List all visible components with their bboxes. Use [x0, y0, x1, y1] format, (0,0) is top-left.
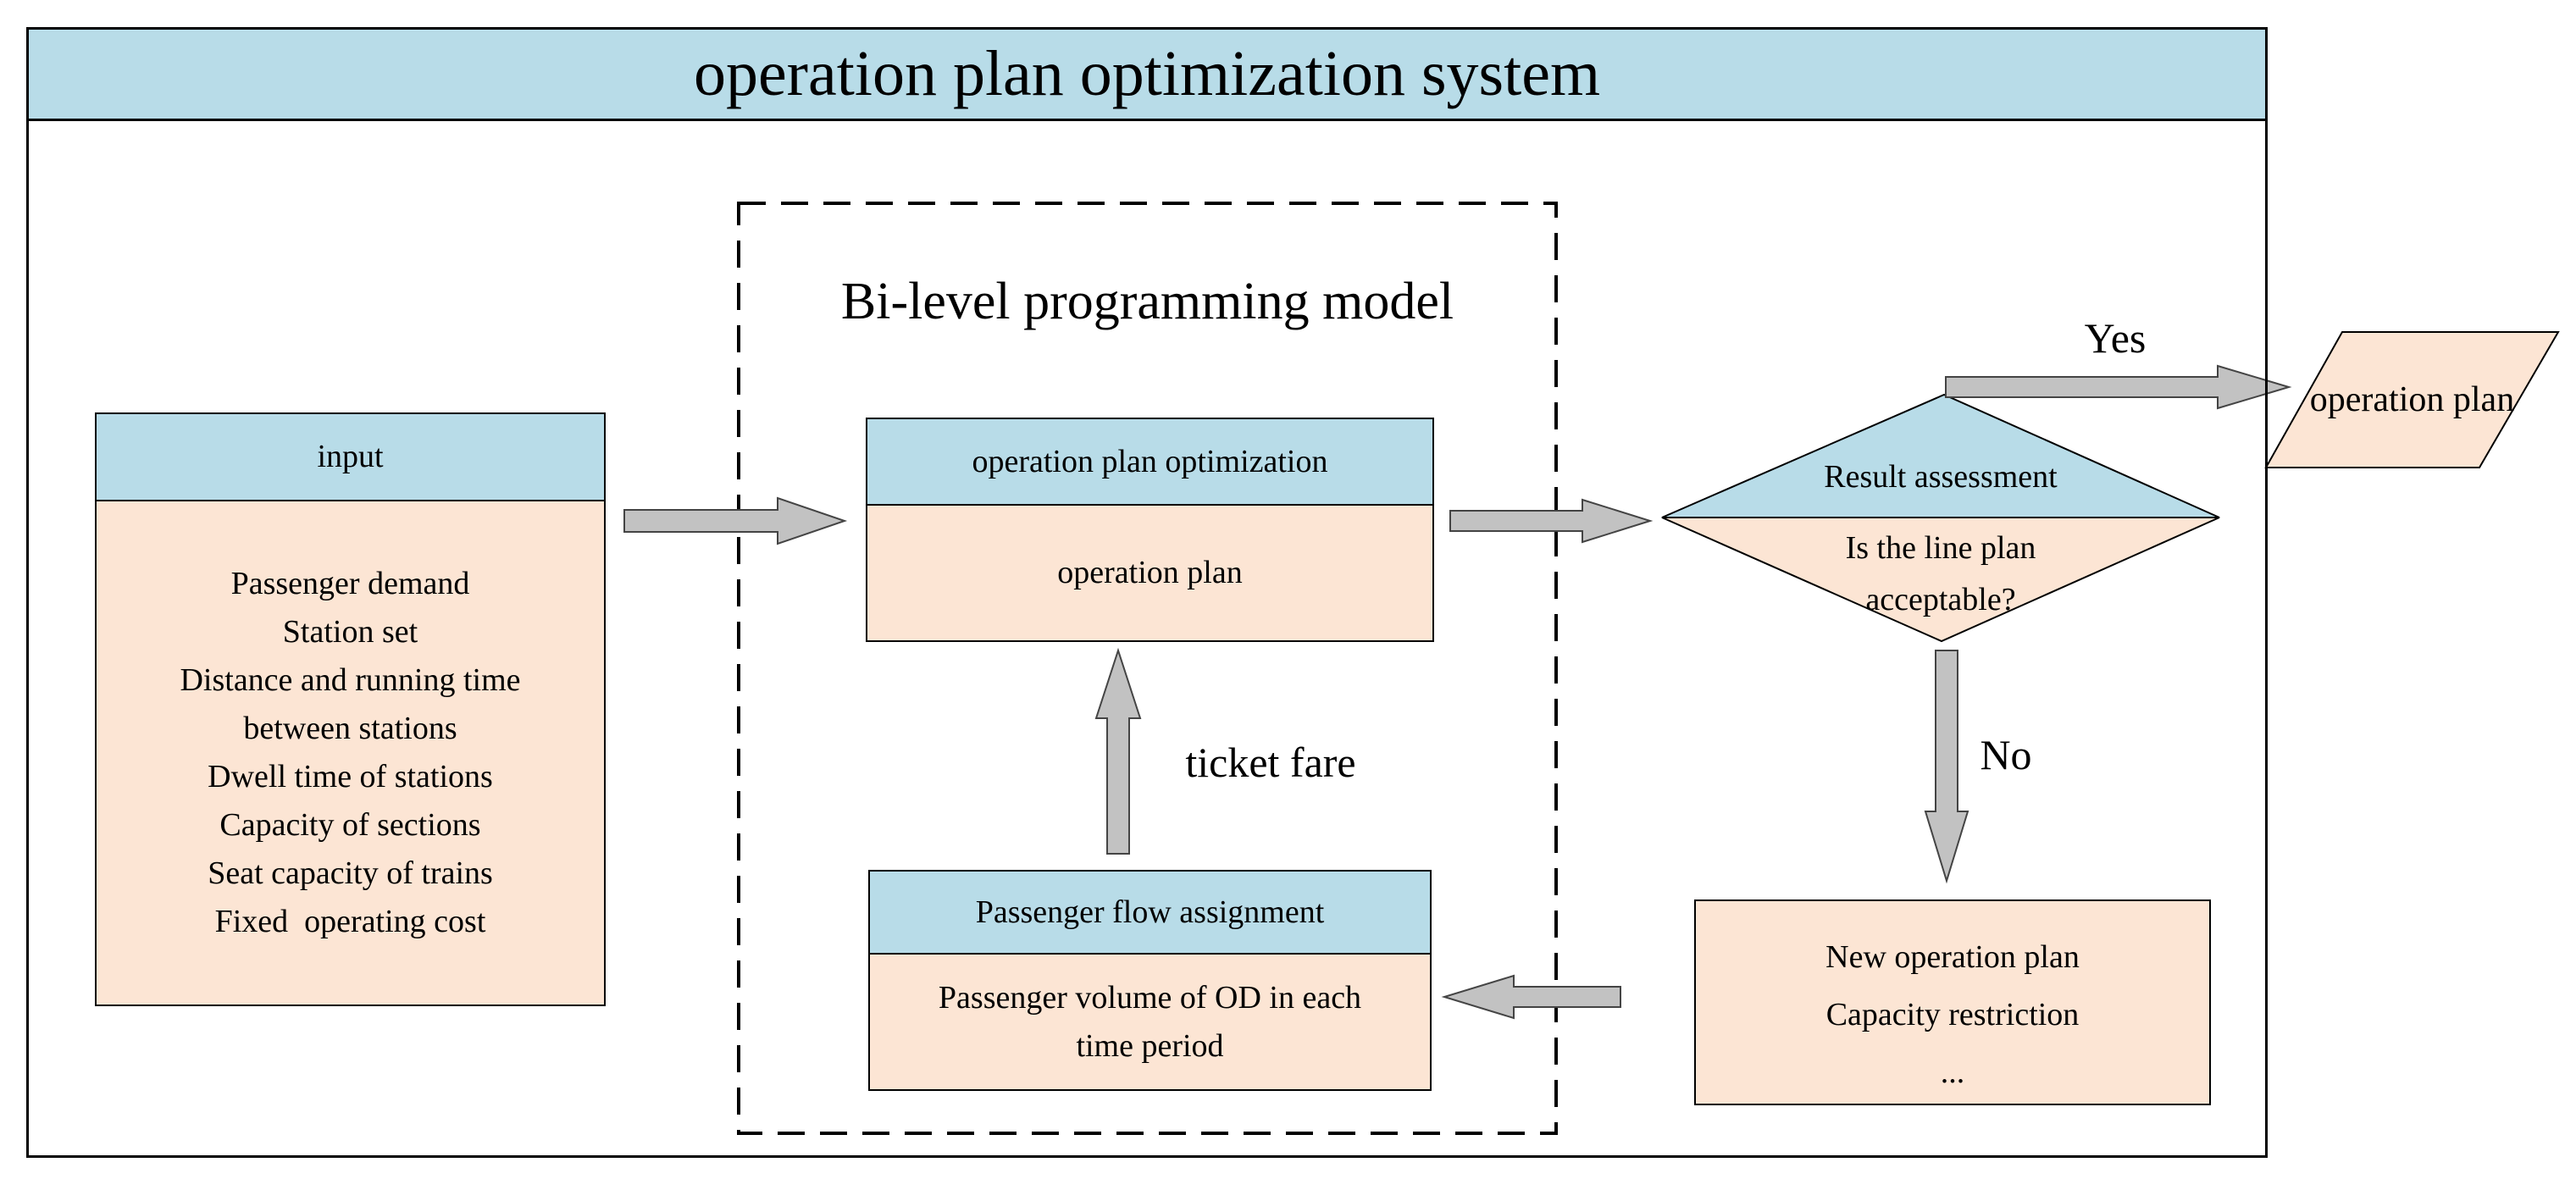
ticket-fare-label: ticket fare [1185, 739, 1356, 786]
input-box-header: input [97, 414, 604, 501]
assignment-box-header: Passenger flow assignment [870, 872, 1430, 955]
input-box: input Passenger demand Station set Dista… [95, 412, 606, 1006]
assignment-body-line: time period [1076, 1027, 1224, 1064]
optimization-box-header: operation plan optimization [867, 419, 1432, 506]
input-box-body: Passenger demand Station set Distance an… [97, 501, 604, 1005]
input-line: Capacity of sections [219, 807, 481, 843]
optimization-box: operation plan optimization operation pl… [866, 418, 1434, 642]
input-to-model-arrow [623, 496, 848, 545]
no-arrow [1924, 650, 1969, 884]
decision-question: Is the line plan acceptable? [1662, 523, 2219, 626]
new-plan-line: ... [1940, 1054, 1965, 1090]
optimization-box-body: operation plan [867, 506, 1432, 640]
newplan-to-assignment-arrow [1441, 974, 1621, 1020]
output-parallelogram-label: operation plan [2309, 380, 2515, 419]
input-line: Station set [282, 614, 418, 650]
system-title-bar: operation plan optimization system [26, 27, 2268, 121]
output-parallelogram [2264, 331, 2560, 468]
decision-diamond-bottom [1661, 517, 2220, 643]
input-line: Fixed operating cost [214, 904, 486, 939]
yes-arrow [1945, 364, 2292, 410]
new-plan-line: New operation plan [1825, 938, 2080, 975]
ticket-fare-arrow [1094, 647, 1142, 855]
input-line: between stations [243, 711, 457, 746]
new-plan-line: Capacity restriction [1825, 996, 2080, 1032]
new-plan-box: New operation plan Capacity restriction … [1694, 899, 2211, 1105]
model-to-decision-arrow [1449, 498, 1654, 544]
assignment-body-line: Passenger volume of OD in each [938, 979, 1362, 1016]
no-label: No [1980, 731, 2032, 778]
input-line: Passenger demand [230, 566, 470, 601]
input-line: Seat capacity of trains [208, 855, 493, 891]
input-line: Dwell time of stations [208, 759, 493, 794]
decision-question-line: acceptable? [1865, 582, 2016, 617]
assignment-box: Passenger flow assignment Passenger volu… [868, 870, 1432, 1091]
system-title: operation plan optimization system [693, 38, 1601, 109]
assignment-box-body: Passenger volume of OD in each time peri… [870, 955, 1430, 1089]
bilevel-dashed-frame [737, 202, 1558, 1135]
yes-label: Yes [2084, 314, 2147, 362]
decision-question-line: Is the line plan [1845, 530, 2036, 566]
decision-diamond-label: Result assessment [1824, 458, 2058, 495]
bilevel-model-title: Bi-level programming model [840, 272, 1454, 330]
input-line: Distance and running time [180, 662, 521, 698]
